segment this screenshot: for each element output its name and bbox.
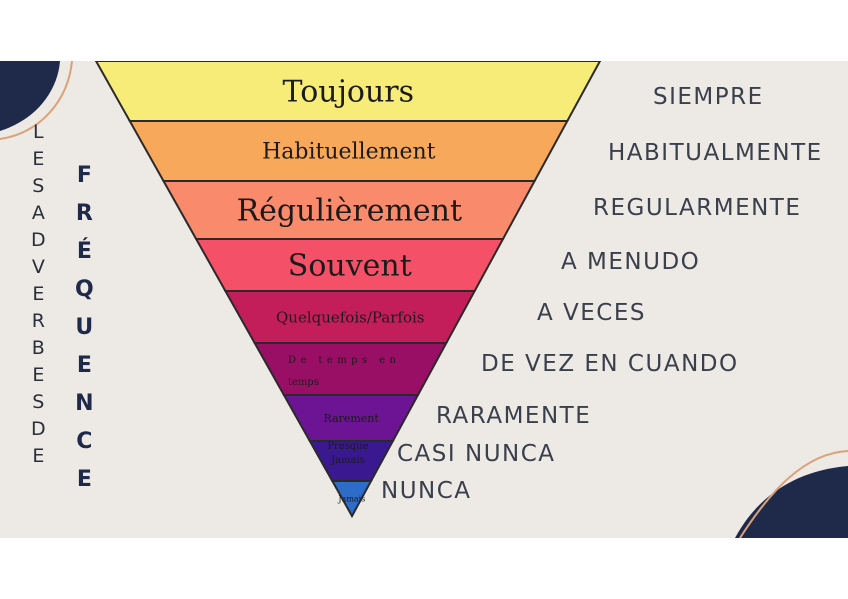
col-left-letter: R: [31, 310, 45, 332]
col-right-letter: N: [75, 391, 94, 416]
french-label-line2: Jamais: [330, 455, 365, 466]
col-left-letter: A: [31, 202, 45, 224]
spanish-label: DE VEZ EN CUANDO: [481, 351, 739, 377]
pyramid-level-6: [252, 342, 448, 396]
french-label-line1: De temps en: [288, 355, 397, 366]
col-left-letter: E: [32, 283, 45, 305]
col-left-letter: E: [32, 364, 45, 386]
col-left-letter: S: [32, 391, 45, 413]
french-label: Souvent: [288, 249, 412, 284]
french-label: Quelquefois/Parfois: [276, 308, 425, 326]
spanish-label: A VECES: [537, 300, 647, 326]
corner-decorations: [0, 61, 848, 538]
col-right-letter: F: [76, 163, 92, 188]
col-right-letter: C: [76, 429, 93, 454]
spanish-label: SIEMPRE: [653, 84, 764, 110]
french-label-line2: temps: [288, 377, 319, 388]
col-right-letter: E: [76, 467, 92, 492]
french-label: Jamais: [337, 494, 365, 503]
col-right-letter: R: [75, 201, 93, 226]
col-left-letter: B: [31, 337, 45, 359]
col-right-letter: É: [76, 239, 92, 264]
col-left-letter: S: [32, 175, 45, 197]
bottom-right-blob: [735, 466, 848, 538]
col-left-letter: E: [32, 445, 45, 467]
col-right-letter: U: [75, 315, 94, 340]
spanish-label: NUNCA: [381, 478, 472, 504]
spanish-label: HABITUALMENTE: [608, 140, 823, 166]
frequency-pyramid: ToujoursHabituellementRégulièrementSouve…: [94, 61, 602, 519]
pyramid-level-9: [330, 480, 373, 519]
french-label: Rarement: [323, 412, 379, 425]
french-label: Habituellement: [262, 140, 436, 165]
col-left-letter: L: [33, 121, 44, 143]
col-right-letter: Q: [75, 277, 94, 302]
bottom-right-curve: [739, 450, 848, 538]
col-right-letter: E: [76, 353, 92, 378]
col-left-letter: D: [31, 418, 46, 440]
top-left-curve: [0, 61, 73, 140]
col-left-letter: V: [31, 256, 45, 278]
col-left-letter: E: [32, 148, 45, 170]
spanish-label: A MENUDO: [561, 249, 701, 275]
french-label: Toujours: [283, 75, 414, 110]
french-label: Régulièrement: [237, 194, 462, 229]
spanish-label: REGULARMENTE: [593, 195, 802, 221]
top-left-blob: [0, 61, 60, 131]
spanish-label: CASI NUNCA: [397, 441, 556, 467]
french-label-line1: Presque: [327, 441, 368, 452]
spanish-label: RARAMENTE: [436, 403, 592, 429]
col-left-letter: D: [31, 229, 46, 251]
